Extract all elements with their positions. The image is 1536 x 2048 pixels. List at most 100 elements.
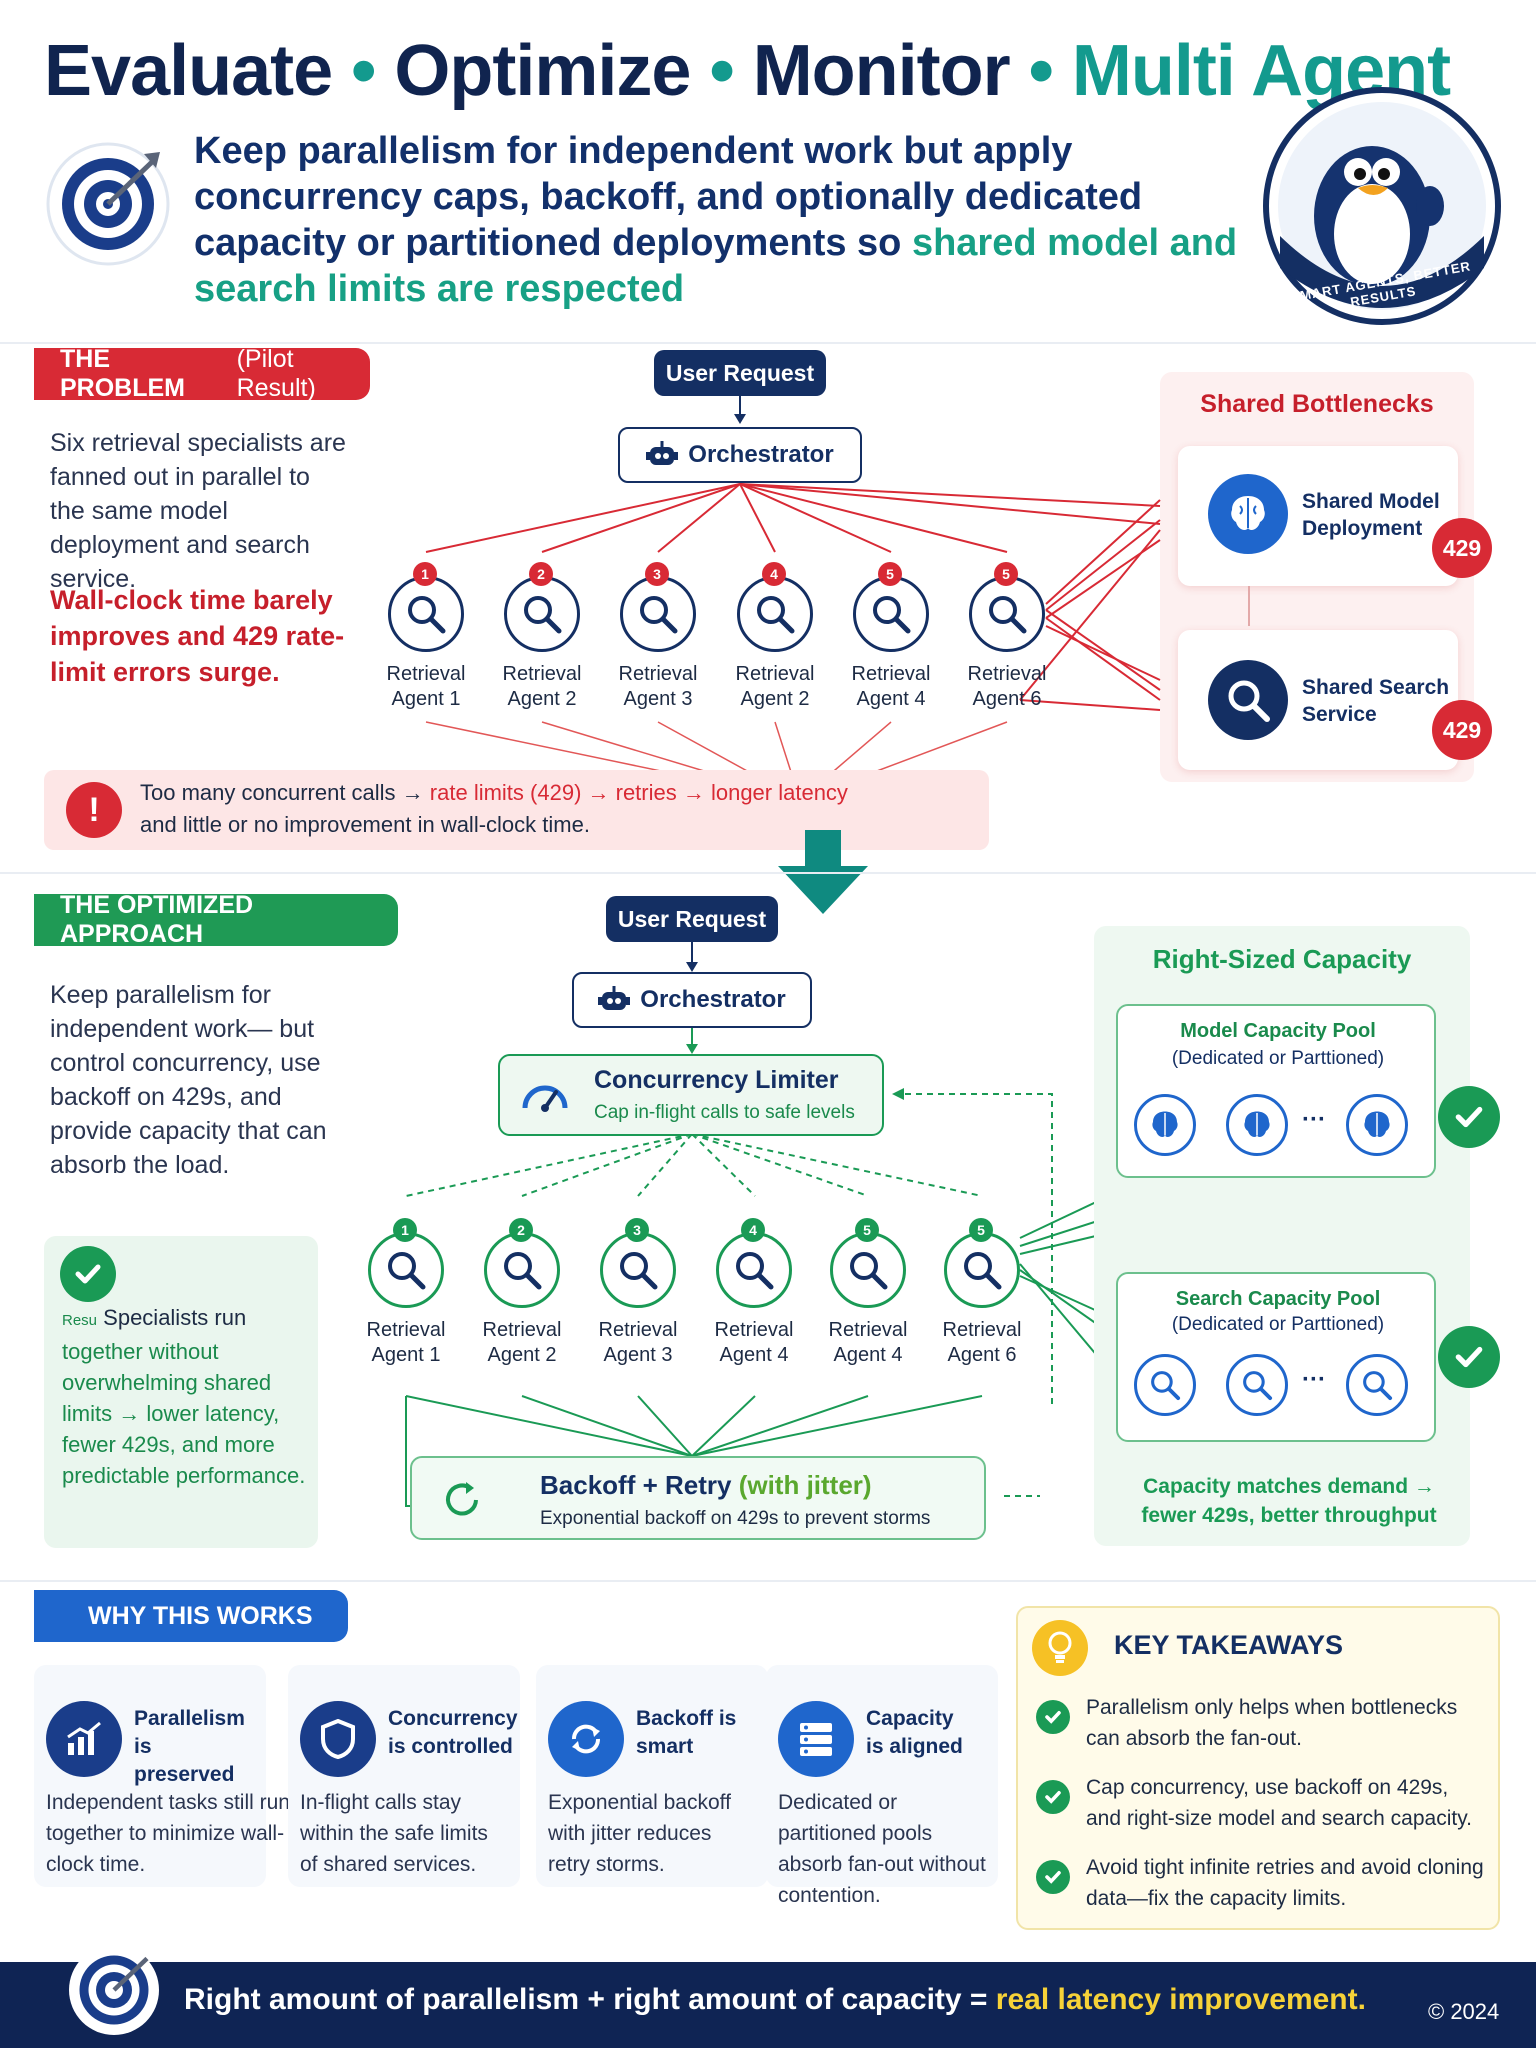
search-icon	[1134, 1354, 1196, 1416]
agent-number-badge: 2	[509, 1218, 533, 1242]
search-pool-subtitle: (Dedicated or Parttioned)	[1171, 1314, 1385, 1335]
search-capacity-pool: Search Capacity Pool (Dedicated or Partt…	[1116, 1272, 1436, 1442]
agent-number-badge: 1	[393, 1218, 417, 1242]
agent-label: Retrieval Agent 2	[735, 663, 815, 710]
brain-icon	[1208, 474, 1288, 554]
check-icon	[1036, 1780, 1070, 1814]
limiter-title: Concurrency Limiter	[594, 1066, 839, 1094]
optimized-agent: 4 Retrieval Agent 4	[699, 1218, 809, 1368]
agent-label: Retrieval Agent 2	[502, 663, 582, 710]
result-prefix: Resu	[62, 1312, 98, 1329]
agent-number-badge: 3	[625, 1218, 649, 1242]
search-icon	[388, 576, 464, 652]
orchestrator-node: Orchestrator	[618, 427, 862, 483]
check-icon	[1036, 1860, 1070, 1894]
why-card: Concurrency is controlled In-flight call…	[288, 1665, 520, 1887]
backoff-retry-box: Backoff + Retry (with jitter) Exponentia…	[410, 1456, 986, 1540]
backoff-subtitle: Exponential backoff on 429s to prevent s…	[540, 1508, 931, 1529]
problem-tag-label: THE PROBLEM	[60, 345, 185, 402]
warning-banner: ! Too many concurrent calls → rate limit…	[44, 770, 989, 850]
search-icon	[1226, 1354, 1288, 1416]
subtitle-highlight: shared model and search limits are respe…	[194, 222, 1238, 310]
problem-description: Six retrieval specialists are fanned out…	[50, 429, 346, 593]
brain-icon	[1346, 1094, 1408, 1156]
agent-label: Retrieval Agent 6	[967, 663, 1047, 710]
robot-icon	[646, 441, 679, 465]
warning-highlight: rate limits (429) → retries → longer lat…	[429, 780, 848, 805]
why-card-heading: Capacity is aligned	[866, 1707, 963, 1758]
agent-number-badge: 5	[855, 1218, 879, 1242]
agent-number-badge: 5	[969, 1218, 993, 1242]
gauge-icon	[520, 1074, 570, 1114]
search-icon	[830, 1232, 906, 1308]
brain-icon	[1134, 1094, 1196, 1156]
why-card-text: Exponential backoff with jitter reduces …	[548, 1791, 731, 1876]
agent-number-badge: 4	[762, 562, 786, 586]
lightbulb-icon	[1032, 1620, 1088, 1676]
check-icon	[60, 1246, 116, 1302]
agent-label: Retrieval Agent 1	[366, 1319, 446, 1366]
agent-label: Retrieval Agent 4	[851, 663, 931, 710]
backoff-title: Backoff + Retry (with jitter)	[540, 1470, 872, 1501]
brain-icon	[1226, 1094, 1288, 1156]
result-text-a: Specialists run	[103, 1305, 247, 1330]
error-code: 429	[1442, 534, 1482, 561]
page-title: Evaluate • Optimize • Monitor • Multi Ag…	[44, 30, 1451, 112]
search-pool-ellipsis: ···	[1302, 1366, 1326, 1393]
why-card: Backoff is smart Exponential backoff wit…	[536, 1665, 768, 1887]
shared-model-card: Shared Model Deployment	[1178, 446, 1458, 586]
why-card-text: Independent tasks still run together to …	[46, 1791, 290, 1876]
agent-label: Retrieval Agent 1	[386, 663, 466, 710]
error-429-badge: 429	[1432, 700, 1492, 760]
problem-tag-light: (Pilot Result)	[236, 345, 316, 402]
takeaway-item: Parallelism only helps when bottlenecks …	[1086, 1696, 1458, 1750]
optimized-tag: THE OPTIMIZED APPROACH	[34, 891, 398, 948]
error-code: 429	[1442, 716, 1482, 743]
search-pool-title: Search Capacity Pool	[1175, 1288, 1381, 1310]
mascot-badge: SMART AGENTS, BETTER RESULTS	[1262, 86, 1502, 326]
bottleneck-connector	[1248, 586, 1250, 626]
problem-agent: 3 Retrieval Agent 3	[603, 562, 713, 712]
agent-number-badge: 3	[645, 562, 669, 586]
key-takeaways-panel: KEY TAKEAWAYS Parallelism only helps whe…	[1016, 1606, 1500, 1930]
optimized-description: Keep parallelism for independent work— b…	[50, 981, 327, 1179]
footer-bar	[0, 1962, 1536, 2048]
transition-arrow-icon	[778, 830, 868, 914]
model-pool-ellipsis: ···	[1302, 1106, 1326, 1133]
result-card: Resu Specialists run together without ov…	[44, 1236, 318, 1548]
search-icon	[504, 576, 580, 652]
agent-number-badge: 2	[529, 562, 553, 586]
why-card: Parallelism is preserved Independent tas…	[34, 1665, 290, 1887]
search-icon	[1346, 1354, 1408, 1416]
why-card-text: Dedicated or partitioned pools absorb fa…	[778, 1791, 986, 1907]
shared-search-card: Shared Search Service	[1178, 630, 1458, 770]
check-icon	[1036, 1700, 1070, 1734]
why-card-heading: Backoff is smart	[636, 1707, 737, 1758]
bottleneck-title: Shared Bottlenecks	[1200, 390, 1434, 418]
target-icon	[44, 140, 172, 268]
takeaway-item: Avoid tight infinite retries and avoid c…	[1086, 1856, 1484, 1910]
title-separator: •	[1028, 31, 1054, 111]
optimized-agent: 2 Retrieval Agent 2	[467, 1218, 577, 1368]
agent-label: Retrieval Agent 6	[942, 1319, 1022, 1366]
orchestrator-label: Orchestrator	[640, 986, 786, 1013]
why-tag: WHY THIS WORKS	[34, 1590, 348, 1642]
page-subtitle: Keep parallelism for independent work bu…	[194, 128, 1244, 312]
problem-agent: 2 Retrieval Agent 2	[487, 562, 597, 712]
takeaways-title: KEY TAKEAWAYS	[1114, 1630, 1344, 1660]
warning-line-2: and little or no improvement in wall-clo…	[140, 812, 590, 837]
shared-model-label: Shared Model Deployment	[1302, 490, 1440, 540]
search-icon	[1208, 660, 1288, 740]
penguin-mascot-icon	[1263, 87, 1501, 325]
footer-text-highlight: real latency improvement.	[995, 1983, 1366, 2016]
refresh-icon	[548, 1701, 624, 1777]
title-monitor: Monitor	[752, 31, 1011, 111]
model-pool-subtitle: (Dedicated or Parttioned)	[1171, 1048, 1385, 1069]
agent-label: Retrieval Agent 3	[598, 1319, 678, 1366]
problem-emphasis: Wall-clock time barely improves and 429 …	[50, 585, 345, 687]
search-icon	[944, 1232, 1020, 1308]
problem-flow-connectors	[425, 392, 1161, 801]
agent-number-badge: 5	[878, 562, 902, 586]
agent-number-badge: 4	[741, 1218, 765, 1242]
title-separator: •	[351, 31, 376, 111]
